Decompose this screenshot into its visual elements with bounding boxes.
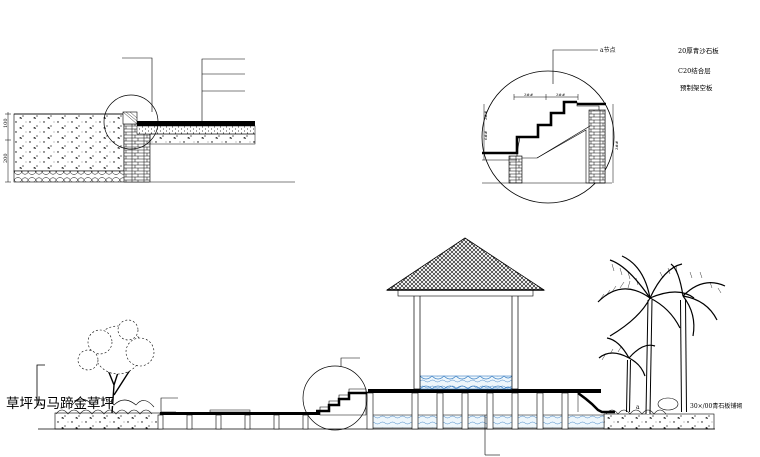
pavilion-columns — [413, 289, 519, 390]
dim-label: 3## — [524, 92, 534, 97]
detail-circle — [302, 365, 368, 431]
dim-label: 200 — [3, 153, 9, 163]
detail-label: a节点 — [600, 46, 616, 54]
brick-pier — [588, 109, 606, 184]
paving-note: 30×/00青石板铺砌 — [690, 402, 742, 410]
dim-label: 3## — [483, 110, 488, 120]
marker-label: a — [636, 404, 640, 411]
water-pool — [367, 414, 605, 429]
dim-label: 3## — [556, 92, 566, 97]
palm-trees — [597, 255, 726, 415]
dim-label: 100 — [3, 118, 9, 128]
deck-slab — [160, 412, 355, 415]
paving-slab — [137, 121, 255, 126]
lawn-planting-bed — [54, 412, 161, 430]
pavilion-elevation: 草坪为马蹄金草坪 a 30×/00青石板铺砌 — [6, 237, 742, 456]
right-steps — [577, 392, 615, 414]
ground-shrubs — [55, 409, 667, 415]
lawn-planting-bed — [603, 413, 715, 430]
section-bracket — [36, 364, 45, 406]
leader-line — [340, 357, 360, 366]
pavilion-beam — [397, 289, 534, 297]
entry-steps — [319, 388, 367, 416]
sub-base — [149, 133, 256, 145]
stair-treads — [316, 391, 368, 413]
leader-line — [552, 49, 598, 84]
material-note: 预制架空板 — [680, 83, 713, 92]
pavilion-roof — [385, 237, 546, 291]
deck-piers — [157, 414, 309, 430]
leader-line — [201, 58, 245, 122]
platform-slab — [368, 389, 601, 393]
lawn-caption: 草坪为马蹄金草坪 — [6, 395, 114, 412]
material-note: 20厚青沙石板 — [678, 46, 719, 55]
section-detail: 100 200 — [3, 57, 295, 183]
dim-label: 6## — [483, 130, 488, 140]
material-note: C20结合层 — [678, 66, 711, 75]
platform-piers — [366, 392, 569, 430]
deciduous-tree — [71, 319, 155, 414]
detail-circle — [103, 94, 159, 150]
concrete-base — [13, 113, 125, 172]
leader-line — [160, 397, 178, 413]
leader-line — [122, 57, 153, 112]
stair-treads — [482, 100, 577, 155]
dim-label: 3## — [614, 140, 619, 150]
bedding-layer — [136, 125, 256, 135]
stair-detail: 3## 3## 3## 6## 3## a节点 20厚青沙石板 C20结合层 预… — [481, 46, 719, 204]
